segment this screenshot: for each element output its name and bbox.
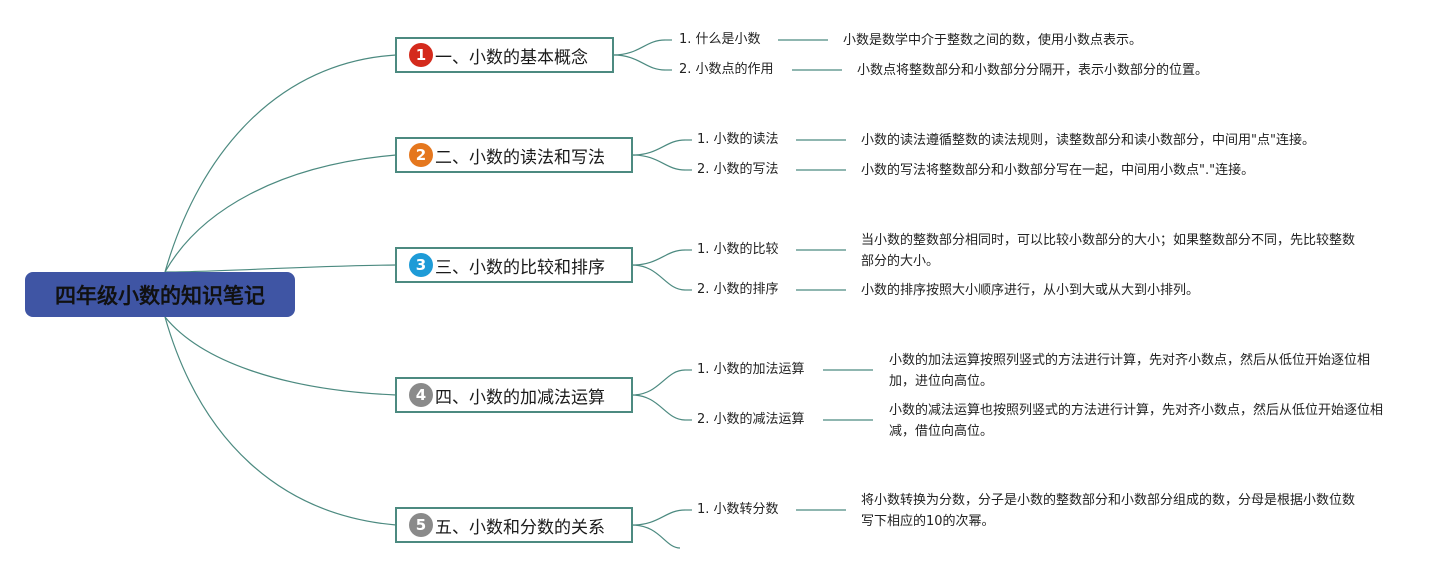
branch-basic-concept[interactable]: 1 一、小数的基本概念 xyxy=(395,37,614,73)
branch-title: 五、小数和分数的关系 xyxy=(435,517,605,538)
number-badge-1: 1 xyxy=(409,43,433,67)
description-reading: 小数的读法遵循整数的读法规则，读整数部分和读小数部分，中间用"点"连接。 xyxy=(861,133,1315,148)
subtopic-sorting[interactable]: 2. 小数的排序 xyxy=(697,282,779,297)
branch-title: 四、小数的加减法运算 xyxy=(435,387,605,408)
subtopic-reading[interactable]: 1. 小数的读法 xyxy=(697,132,779,147)
description-addition: 小数的加法运算按照列竖式的方法进行计算，先对齐小数点，然后从低位开始逐位相加，进… xyxy=(889,353,1371,389)
central-topic[interactable]: 四年级小数的知识笔记 xyxy=(25,272,295,317)
branch-title: 三、小数的比较和排序 xyxy=(435,257,605,278)
branch-reading-writing[interactable]: 2 二、小数的读法和写法 xyxy=(395,137,633,173)
subtopic-addition[interactable]: 1. 小数的加法运算 xyxy=(697,362,805,377)
branch-title: 二、小数的读法和写法 xyxy=(435,147,605,168)
description-writing: 小数的写法将整数部分和小数部分写在一起，中间用小数点"."连接。 xyxy=(861,163,1255,178)
number-badge-3: 3 xyxy=(409,253,433,277)
description-subtraction: 小数的减法运算也按照列竖式的方法进行计算，先对齐小数点，然后从低位开始逐位相减，… xyxy=(889,403,1384,439)
number-badge-2: 2 xyxy=(409,143,433,167)
branch-addition-subtraction[interactable]: 4 四、小数的加减法运算 xyxy=(395,377,633,413)
description-comparing: 当小数的整数部分相同时，可以比较小数部分的大小；如果整数部分不同，先比较整数部分… xyxy=(861,233,1356,269)
number-badge-4: 4 xyxy=(409,383,433,407)
description-what-is-decimal: 小数是数学中介于整数之间的数，使用小数点表示。 xyxy=(843,33,1143,48)
subtopic-comparing[interactable]: 1. 小数的比较 xyxy=(697,242,779,257)
subtopic-decimal-to-fraction[interactable]: 1. 小数转分数 xyxy=(697,502,779,517)
description-decimal-to-fraction: 将小数转换为分数，分子是小数的整数部分和小数部分组成的数，分母是根据小数位数写下… xyxy=(861,493,1356,529)
branch-decimals-fractions[interactable]: 5 五、小数和分数的关系 xyxy=(395,507,633,543)
branch-comparing-sorting[interactable]: 3 三、小数的比较和排序 xyxy=(395,247,633,283)
subtopic-decimal-point-role[interactable]: 2. 小数点的作用 xyxy=(679,62,774,77)
description-decimal-point-role: 小数点将整数部分和小数部分分隔开，表示小数部分的位置。 xyxy=(857,63,1209,78)
subtopic-subtraction[interactable]: 2. 小数的减法运算 xyxy=(697,412,805,427)
subtopic-what-is-decimal[interactable]: 1. 什么是小数 xyxy=(679,32,761,47)
number-badge-5: 5 xyxy=(409,513,433,537)
branch-title: 一、小数的基本概念 xyxy=(435,47,588,68)
description-sorting: 小数的排序按照大小顺序进行，从小到大或从大到小排列。 xyxy=(861,283,1200,298)
subtopic-writing[interactable]: 2. 小数的写法 xyxy=(697,162,779,177)
